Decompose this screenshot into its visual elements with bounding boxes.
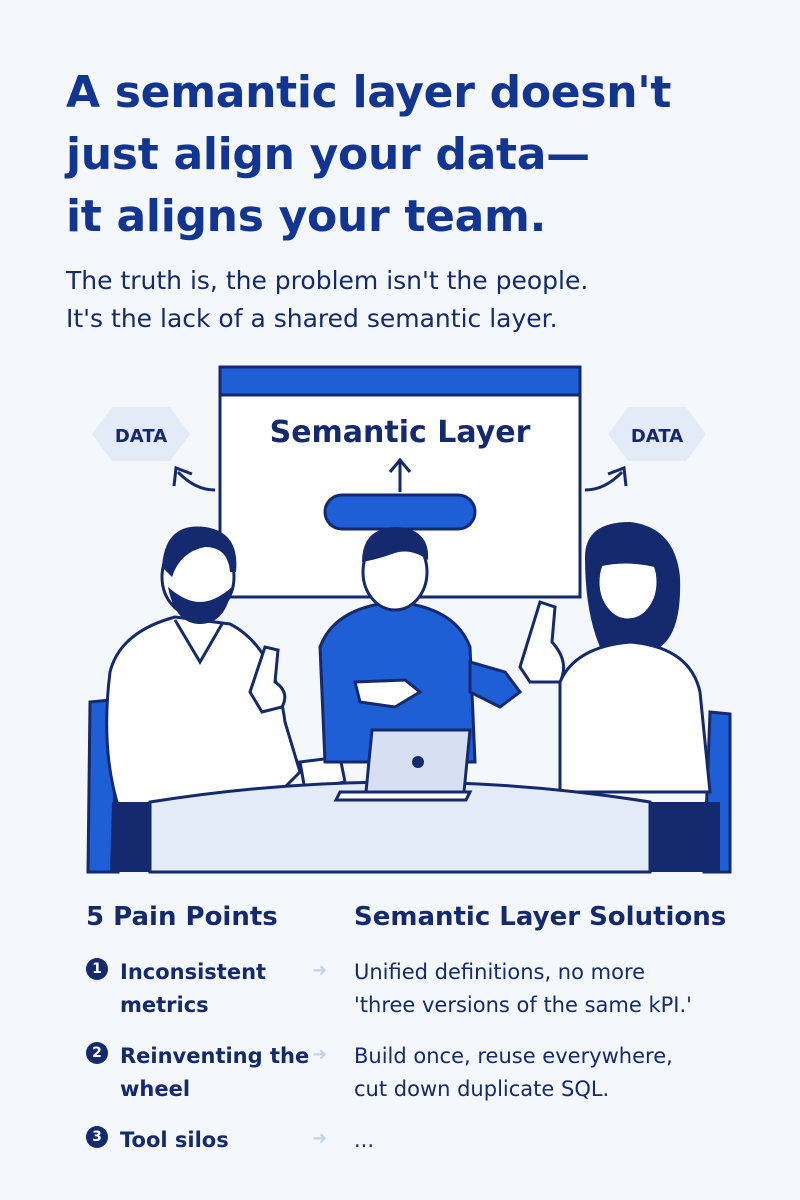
headline: A semantic layer doesn't just align your… bbox=[66, 62, 766, 248]
pain-point-line: Tool silos bbox=[120, 1128, 229, 1152]
data-label-left: DATA bbox=[115, 426, 167, 447]
pain-points-heading: 5 Pain Points bbox=[86, 902, 278, 932]
solution-line: cut down duplicate SQL. bbox=[354, 1077, 610, 1101]
data-badge-right: DATA bbox=[584, 407, 706, 492]
number-badge: 2 bbox=[86, 1042, 108, 1064]
solution-line: ... bbox=[354, 1128, 375, 1152]
solution-text: ... bbox=[354, 1124, 774, 1157]
number-badge: 1 bbox=[86, 958, 108, 980]
solution-line: Build once, reuse everywhere, bbox=[354, 1044, 673, 1068]
headline-line-3: it aligns your team. bbox=[66, 191, 546, 242]
pain-point: Tool silos bbox=[120, 1124, 320, 1157]
pain-point-line: wheel bbox=[120, 1077, 191, 1101]
person-center-man bbox=[318, 527, 523, 764]
subheadline-line-2: It's the lack of a shared semantic layer… bbox=[66, 304, 558, 333]
curved-arrow-left-icon bbox=[176, 470, 216, 492]
solution-text: Unified definitions, no more 'three vers… bbox=[354, 956, 774, 1022]
illustration-svg: Semantic Layer DATA DATA bbox=[86, 365, 732, 874]
solution-line: 'three versions of the same kPI.' bbox=[354, 993, 692, 1017]
solution-line: Unified definitions, no more bbox=[354, 960, 646, 984]
board-handle bbox=[323, 493, 477, 531]
pain-point-line: Inconsistent bbox=[120, 960, 267, 984]
right-arrow-icon: ➜ bbox=[312, 960, 328, 981]
board-title: Semantic Layer bbox=[270, 415, 531, 450]
team-meeting-illustration: Semantic Layer DATA DATA bbox=[0, 362, 800, 882]
headline-line-1: A semantic layer doesn't bbox=[66, 67, 672, 118]
pain-point-line: Reinventing the bbox=[120, 1044, 310, 1068]
solution-text: Build once, reuse everywhere, cut down d… bbox=[354, 1040, 774, 1106]
subheadline-line-1: The truth is, the problem isn't the peop… bbox=[66, 266, 589, 295]
right-arrow-icon: ➜ bbox=[312, 1128, 328, 1149]
right-arrow-icon: ➜ bbox=[312, 1044, 328, 1065]
headline-line-2: just align your data— bbox=[66, 129, 590, 180]
data-label-right: DATA bbox=[631, 426, 683, 447]
subheadline: The truth is, the problem isn't the peop… bbox=[66, 262, 766, 338]
laptop bbox=[333, 728, 473, 802]
pain-point-line: metrics bbox=[120, 993, 209, 1017]
pain-point: Inconsistent metrics bbox=[120, 956, 320, 1022]
curved-arrow-right-icon bbox=[584, 470, 624, 492]
number-badge: 3 bbox=[86, 1126, 108, 1148]
data-badge-left: DATA bbox=[92, 407, 216, 492]
solutions-heading: Semantic Layer Solutions bbox=[354, 902, 727, 932]
pain-point: Reinventing the wheel bbox=[120, 1040, 320, 1106]
